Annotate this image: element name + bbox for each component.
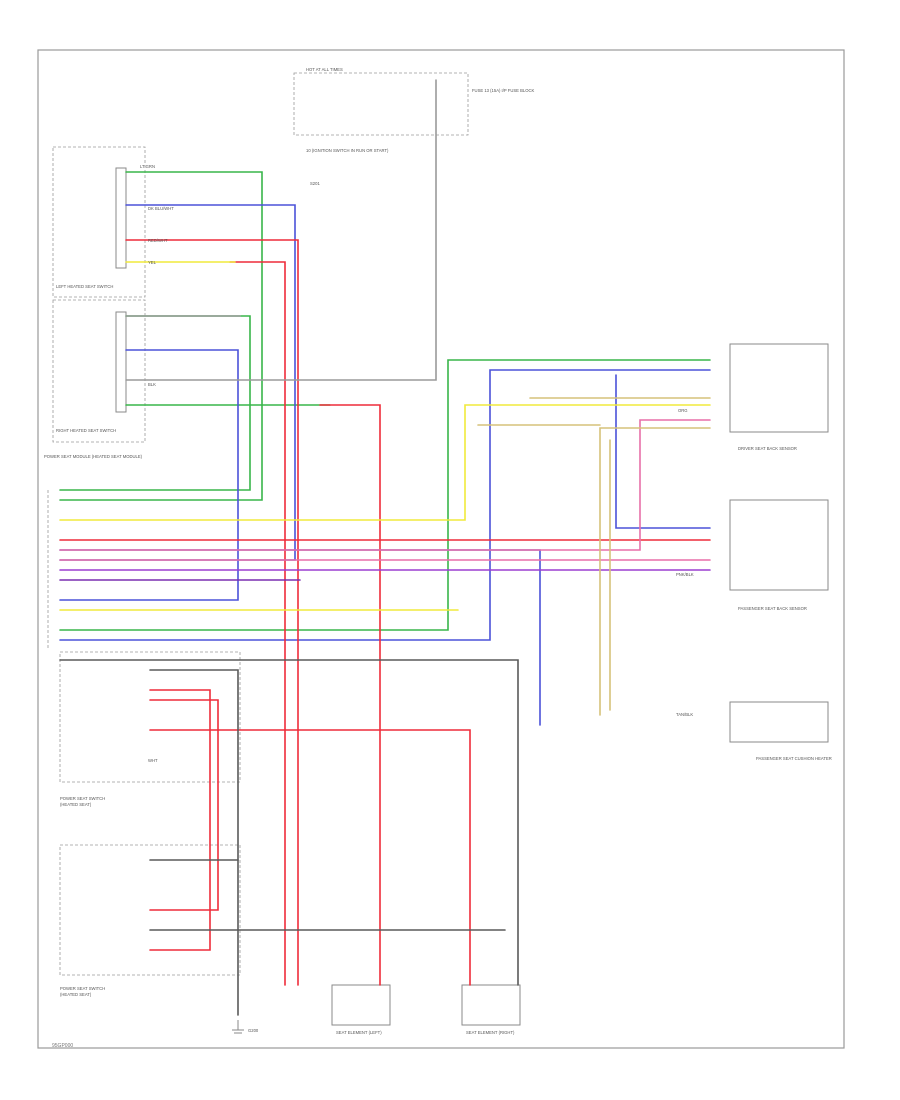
blue-wire-6 xyxy=(59,369,711,641)
wire-label-org: ORG xyxy=(678,408,688,413)
red-wire-10 xyxy=(229,261,286,986)
lower-switch-a-note: (HEATED SEAT) xyxy=(60,802,92,807)
wire-label-red-wht: RED/WHT xyxy=(148,238,168,243)
fuse-block-label: FUSE 13 (15A) I/P FUSE BLOCK xyxy=(472,88,534,93)
red-wire-15 xyxy=(149,699,219,911)
red-wire-11 xyxy=(319,404,381,986)
lower-switch-a-label: POWER SEAT SWITCH xyxy=(60,796,105,801)
left-seat-switch-label: LEFT HEATED SEAT SWITCH xyxy=(56,284,113,289)
blue-wire-8 xyxy=(615,374,711,529)
wire-label-lt-grn: LT GRN xyxy=(140,164,155,169)
wire-label-blk: BLK xyxy=(148,382,156,387)
left-seat-switch: LEFT HEATED SEAT SWITCH xyxy=(52,146,146,298)
seat-element-left: SEAT ELEMENT (LEFT) xyxy=(331,984,391,1035)
dark-wire-25 xyxy=(59,659,519,986)
wire-label-yel: YEL xyxy=(148,260,157,265)
wires xyxy=(59,79,711,1016)
pass-seat-sensor: PASSENGER SEAT BACK SENSOR xyxy=(729,499,829,611)
gray-wire-23 xyxy=(125,79,437,381)
pass-seat-heater: PASSENGER SEAT CUSHION HEATER xyxy=(729,701,832,761)
splice-label: S201 xyxy=(310,181,320,186)
lower-switch-b-note: (HEATED SEAT) xyxy=(60,992,92,997)
seat-element-right: SEAT ELEMENT (RIGHT) xyxy=(461,984,521,1035)
wire-label-dk-blu-wht: DK BLU/WHT xyxy=(148,206,174,211)
driver-seat-sensor-label: DRIVER SEAT BACK SENSOR xyxy=(738,446,797,451)
red-wire-13 xyxy=(149,689,211,951)
diagram-frame xyxy=(37,49,845,1049)
lower-switch-b-label: POWER SEAT SWITCH xyxy=(60,986,105,991)
seat-module-label: POWER SEAT MODULE (HEATED SEAT MODULE) xyxy=(44,454,143,459)
red-wire-14 xyxy=(149,729,471,986)
wire-label-pnk-blk: PNK/BLK xyxy=(676,572,694,577)
tan-wire-29 xyxy=(599,427,711,716)
hot-at-all-times-label: HOT AT ALL TIMES xyxy=(306,67,343,72)
wire-label-wht: WHT xyxy=(148,758,158,763)
pass-seat-heater-label: PASSENGER SEAT CUSHION HEATER xyxy=(756,756,832,761)
lower-seat-switch-a: POWER SEAT SWITCH (HEATED SEAT) xyxy=(59,651,241,807)
blue-wire-4 xyxy=(59,204,296,561)
fuse-block-top: HOT AT ALL TIMES FUSE 13 (15A) I/P FUSE … xyxy=(293,67,534,186)
red-wire-9 xyxy=(125,239,299,986)
dark-wire-26 xyxy=(149,669,239,1016)
blue-wire-5 xyxy=(59,349,239,601)
right-seat-switch-label: RIGHT HEATED SEAT SWITCH xyxy=(56,428,116,433)
pink-wire-19 xyxy=(59,419,711,551)
ground-symbol: G200 xyxy=(232,1020,259,1034)
right-seat-switch: RIGHT HEATED SEAT SWITCH xyxy=(52,299,146,443)
seat-element-right-label: SEAT ELEMENT (RIGHT) xyxy=(466,1030,515,1035)
green-wire-0 xyxy=(59,171,263,501)
pass-seat-sensor-label: PASSENGER SEAT BACK SENSOR xyxy=(738,606,807,611)
ignition-note: 10 (IGNITION SWITCH IN RUN OR START) xyxy=(306,148,389,153)
wire-label-tan-blk: TAN/BLK xyxy=(676,712,693,717)
seat-module: POWER SEAT MODULE (HEATED SEAT MODULE) xyxy=(44,454,143,650)
ground-label: G200 xyxy=(248,1028,259,1033)
green-wire-1 xyxy=(59,315,251,491)
driver-seat-sensor: DRIVER SEAT BACK SENSOR xyxy=(729,343,829,451)
blue-wire-7 xyxy=(59,549,541,726)
seat-element-left-label: SEAT ELEMENT (LEFT) xyxy=(336,1030,382,1035)
lower-seat-switch-b: POWER SEAT SWITCH (HEATED SEAT) xyxy=(59,844,241,997)
footer-code: 95GP000 xyxy=(52,1043,74,1049)
green-wire-3 xyxy=(59,359,711,631)
yellow-wire-17 xyxy=(59,404,711,521)
